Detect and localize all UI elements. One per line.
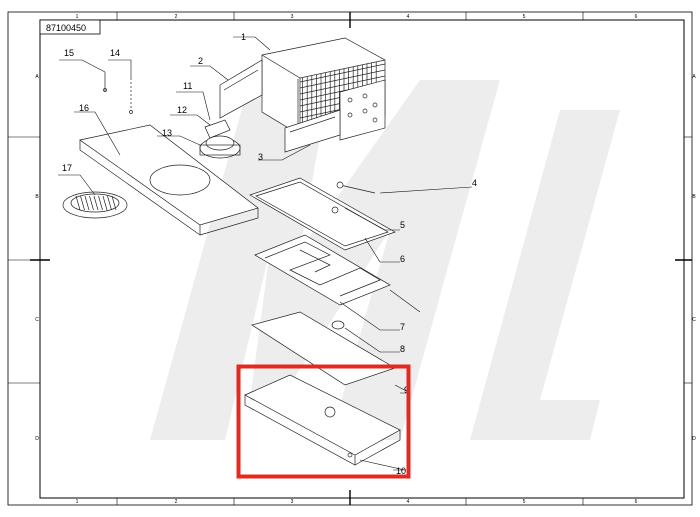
- zone-row-label: C: [35, 317, 39, 323]
- part-label-14: 14: [110, 48, 120, 58]
- part-label-13: 13: [162, 128, 172, 138]
- part-fan-grille: [62, 191, 128, 219]
- part-heater-element: [336, 181, 376, 194]
- part-side-bracket-right: [284, 109, 341, 153]
- part-evaporator-coil: [261, 37, 386, 141]
- part-label-6: 6: [400, 254, 405, 264]
- zone-row-label: D: [35, 436, 39, 442]
- zone-column-label: 2: [175, 14, 178, 20]
- zone-row-label: A: [35, 74, 39, 80]
- part-label-7: 7: [400, 322, 405, 332]
- part-bottom-cover: [244, 374, 401, 466]
- zone-row-label: B: [35, 194, 39, 200]
- part-side-bracket-left: [219, 59, 263, 119]
- part-label-5: 5: [400, 220, 405, 230]
- zone-column-label: 3: [291, 499, 294, 505]
- part-label-4: 4: [472, 178, 477, 188]
- leader-lines: [58, 36, 473, 471]
- zone-column-label: 6: [635, 14, 638, 20]
- zone-column-label: 1: [76, 14, 79, 20]
- zone-column-label: 4: [407, 14, 410, 20]
- zone-column-label: 5: [523, 14, 526, 20]
- part-label-10: 10: [396, 466, 406, 476]
- zone-column-label: 3: [291, 14, 294, 20]
- part-fan-motor: [199, 135, 241, 159]
- zone-row-label: C: [692, 317, 696, 323]
- zone-column-label: 4: [407, 499, 410, 505]
- part-label-17: 17: [62, 163, 72, 173]
- highlight-box-part-10: [236, 364, 411, 479]
- part-label-16: 16: [79, 103, 89, 113]
- part-label-8: 8: [400, 344, 405, 354]
- part-label-12: 12: [177, 105, 187, 115]
- zone-row-label: B: [692, 194, 696, 200]
- zone-row-label: D: [692, 436, 696, 442]
- part-heater-plate: [254, 234, 421, 313]
- zone-row-label: A: [692, 74, 696, 80]
- zone-column-label: 5: [523, 499, 526, 505]
- title-block: 87100450: [39, 19, 101, 35]
- part-label-1: 1: [241, 32, 246, 42]
- part-drain-tray: [249, 177, 396, 251]
- part-label-3: 3: [258, 152, 263, 162]
- part-label-2: 2: [198, 56, 203, 66]
- zone-column-label: 2: [175, 499, 178, 505]
- zone-column-label: 1: [76, 499, 79, 505]
- part-air-duct-plate: [79, 124, 259, 236]
- part-fan-motor-bracket: [204, 119, 231, 139]
- part-label-11: 11: [183, 81, 192, 91]
- drawing-number: 87100450: [46, 23, 86, 33]
- zone-column-label: 6: [635, 499, 638, 505]
- part-label-15: 15: [64, 48, 74, 58]
- part-screws: [103, 72, 133, 114]
